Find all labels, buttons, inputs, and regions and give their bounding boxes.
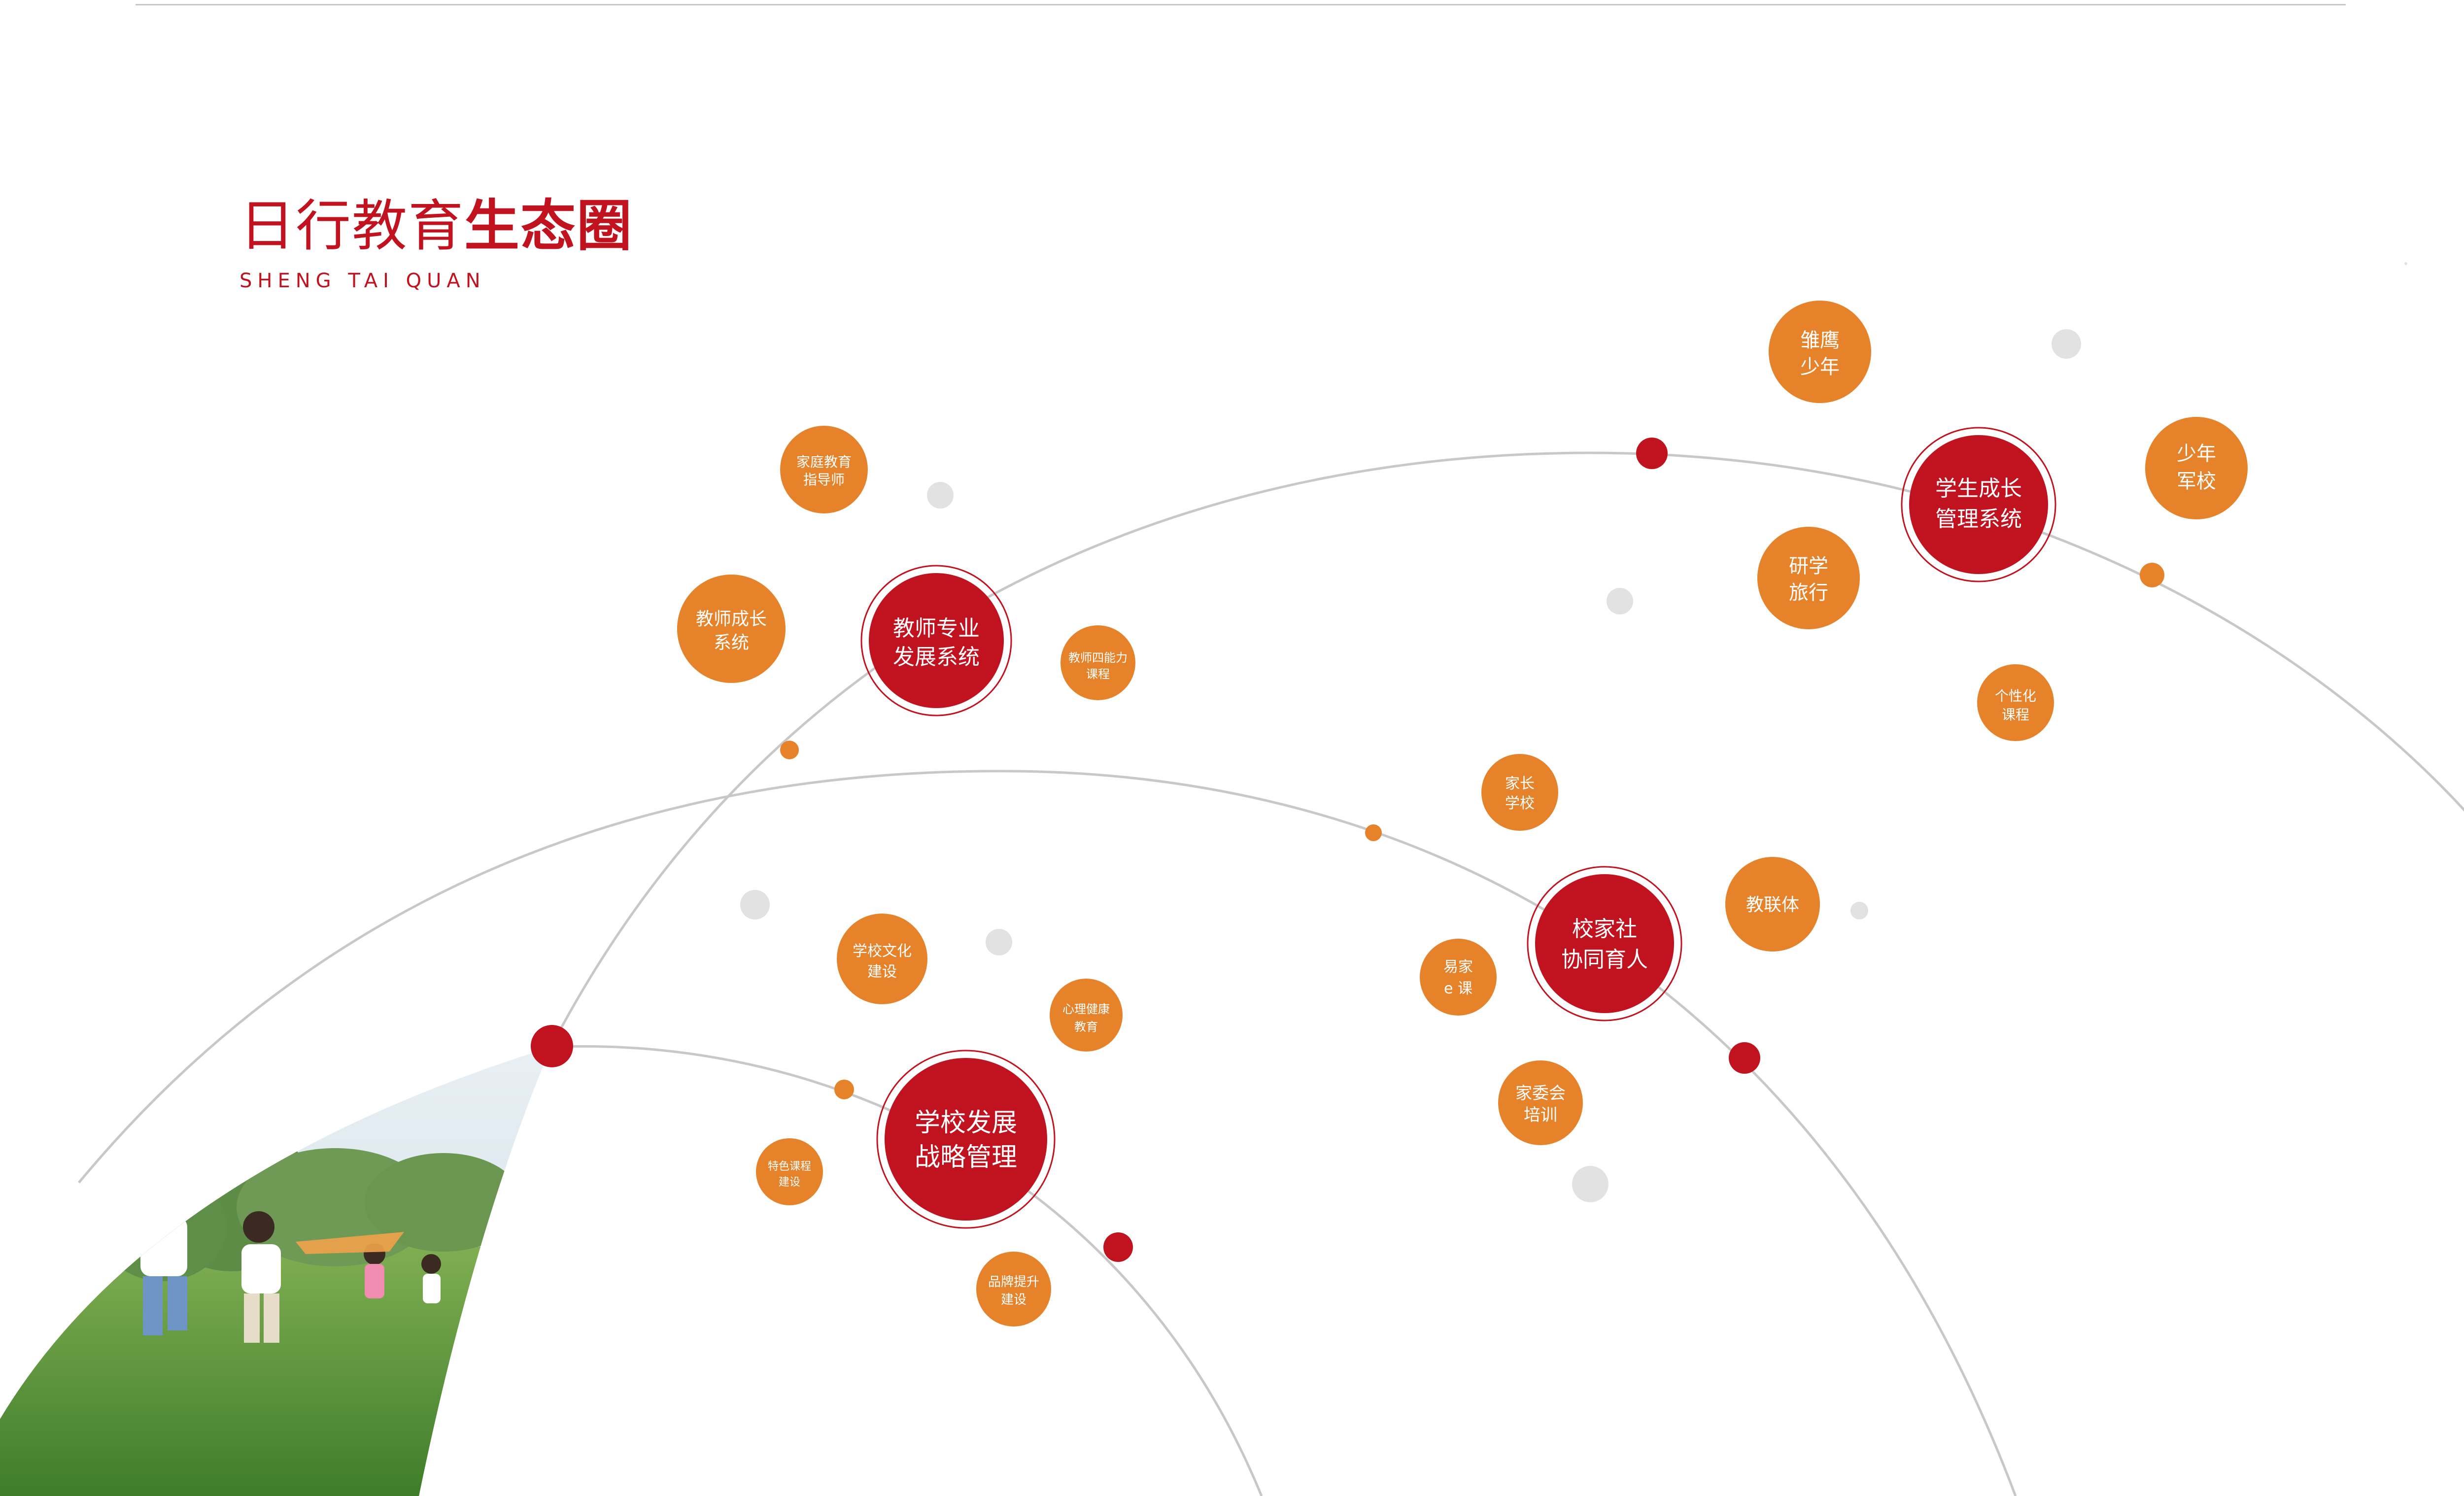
node-text-line: 旅行 xyxy=(1789,581,1828,604)
node-text-line: 校家社 xyxy=(1572,917,1637,942)
satellite-node-brand: 品牌提升 建设 xyxy=(976,1252,1051,1326)
node-text-line: 易家 xyxy=(1443,958,1473,976)
satellite-node-eagle-youth: 雏鹰 少年 xyxy=(1769,301,1871,403)
node-text-line: 系统 xyxy=(714,633,749,653)
node-text-line: 品牌提升 xyxy=(988,1275,1039,1290)
orbit-arc-middle xyxy=(78,770,2017,1496)
node-text-line: 发展系统 xyxy=(893,645,980,670)
satellite-node-family-mentor: 家庭教育 指导师 xyxy=(780,426,868,513)
node-text-line: 教育 xyxy=(1074,1020,1098,1034)
node-text-line: 特色课程 xyxy=(768,1160,811,1173)
node-text-line: 少年 xyxy=(2177,442,2216,465)
satellite-node-youth-academy: 少年 军校 xyxy=(2145,417,2248,519)
satellite-node-study-travel: 研学 旅行 xyxy=(1757,527,1860,629)
node-text-line: 研学 xyxy=(1789,555,1828,578)
title-block: 日行教育生态圈 SHENG TAI QUAN xyxy=(240,195,633,292)
node-text-line: 教师专业 xyxy=(893,616,980,641)
node-text-line: 家长 xyxy=(1505,775,1535,792)
children-running-photo xyxy=(0,1047,551,1496)
node-text-line: 学校发展 xyxy=(915,1108,1017,1138)
satellite-node-culture: 学校文化 建设 xyxy=(837,914,927,1004)
node-text-line: 课程 xyxy=(2002,707,2029,723)
orbit-arc-outer xyxy=(549,451,2464,1048)
node-text-line: 管理系统 xyxy=(1935,507,2022,532)
satellite-node-teacher-growth: 教师成长 系统 xyxy=(677,575,786,683)
node-text-line: 教师四能力 xyxy=(1068,651,1128,665)
main-node-student: 学生成长 管理系统 xyxy=(1901,427,2056,582)
node-text-line: 少年 xyxy=(1800,356,1840,378)
node-text-line: 建设 xyxy=(779,1176,800,1189)
node-text-line: 家庭教育 xyxy=(796,454,852,470)
node-text-line: 战略管理 xyxy=(915,1143,1017,1172)
satellite-node-personal-course: 个性化 课程 xyxy=(1977,664,2054,741)
node-text-line: 教师成长 xyxy=(696,609,767,629)
node-text-line: 培训 xyxy=(1524,1105,1557,1125)
page-title: 日行教育生态圈 xyxy=(240,195,633,258)
node-text-line: 协同育人 xyxy=(1561,947,1648,972)
main-node-teacher: 教师专业 发展系统 xyxy=(860,565,1012,716)
satellite-node-edu-union: 教联体 xyxy=(1725,857,1820,952)
node-text-line: 教联体 xyxy=(1746,895,1799,915)
node-text-line: 建设 xyxy=(867,963,897,981)
satellite-node-committee: 家委会 培训 xyxy=(1498,1060,1583,1145)
node-text-line: 雏鹰 xyxy=(1800,329,1840,352)
node-text-line: 指导师 xyxy=(803,472,845,488)
node-text-line: 家委会 xyxy=(1515,1084,1566,1103)
satellite-node-feature-course: 特色课程 建设 xyxy=(756,1138,823,1205)
main-node-strategy: 学校发展 战略管理 xyxy=(876,1050,1056,1229)
node-text-line: e 课 xyxy=(1444,980,1472,997)
title-bold: 生态圈 xyxy=(464,194,633,258)
node-text-line: 学校文化 xyxy=(853,943,912,960)
node-text-line: 军校 xyxy=(2177,470,2216,493)
gray-dots xyxy=(740,262,2407,1202)
page-subtitle: SHENG TAI QUAN xyxy=(240,270,486,292)
satellite-node-mental-health: 心理健康 教育 xyxy=(1050,979,1123,1052)
title-light: 日行教育 xyxy=(240,194,464,258)
satellite-node-four-abilities: 教师四能力 课程 xyxy=(1061,625,1135,700)
node-text-line: 心理健康 xyxy=(1062,1002,1110,1016)
node-text-line: 课程 xyxy=(1086,667,1110,681)
node-text-line: 个性化 xyxy=(1995,688,2036,704)
accent-dots xyxy=(531,438,2164,1262)
main-node-home: 校家社 协同育人 xyxy=(1527,866,1682,1021)
satellite-node-parent-school: 家长 学校 xyxy=(1481,754,1558,831)
node-text-line: 学生成长 xyxy=(1935,476,2022,501)
node-text-line: 建设 xyxy=(1001,1292,1027,1307)
satellite-node-yijia-class: 易家 e 课 xyxy=(1420,939,1497,1016)
top-divider xyxy=(136,4,2346,5)
node-text-line: 学校 xyxy=(1505,795,1535,812)
